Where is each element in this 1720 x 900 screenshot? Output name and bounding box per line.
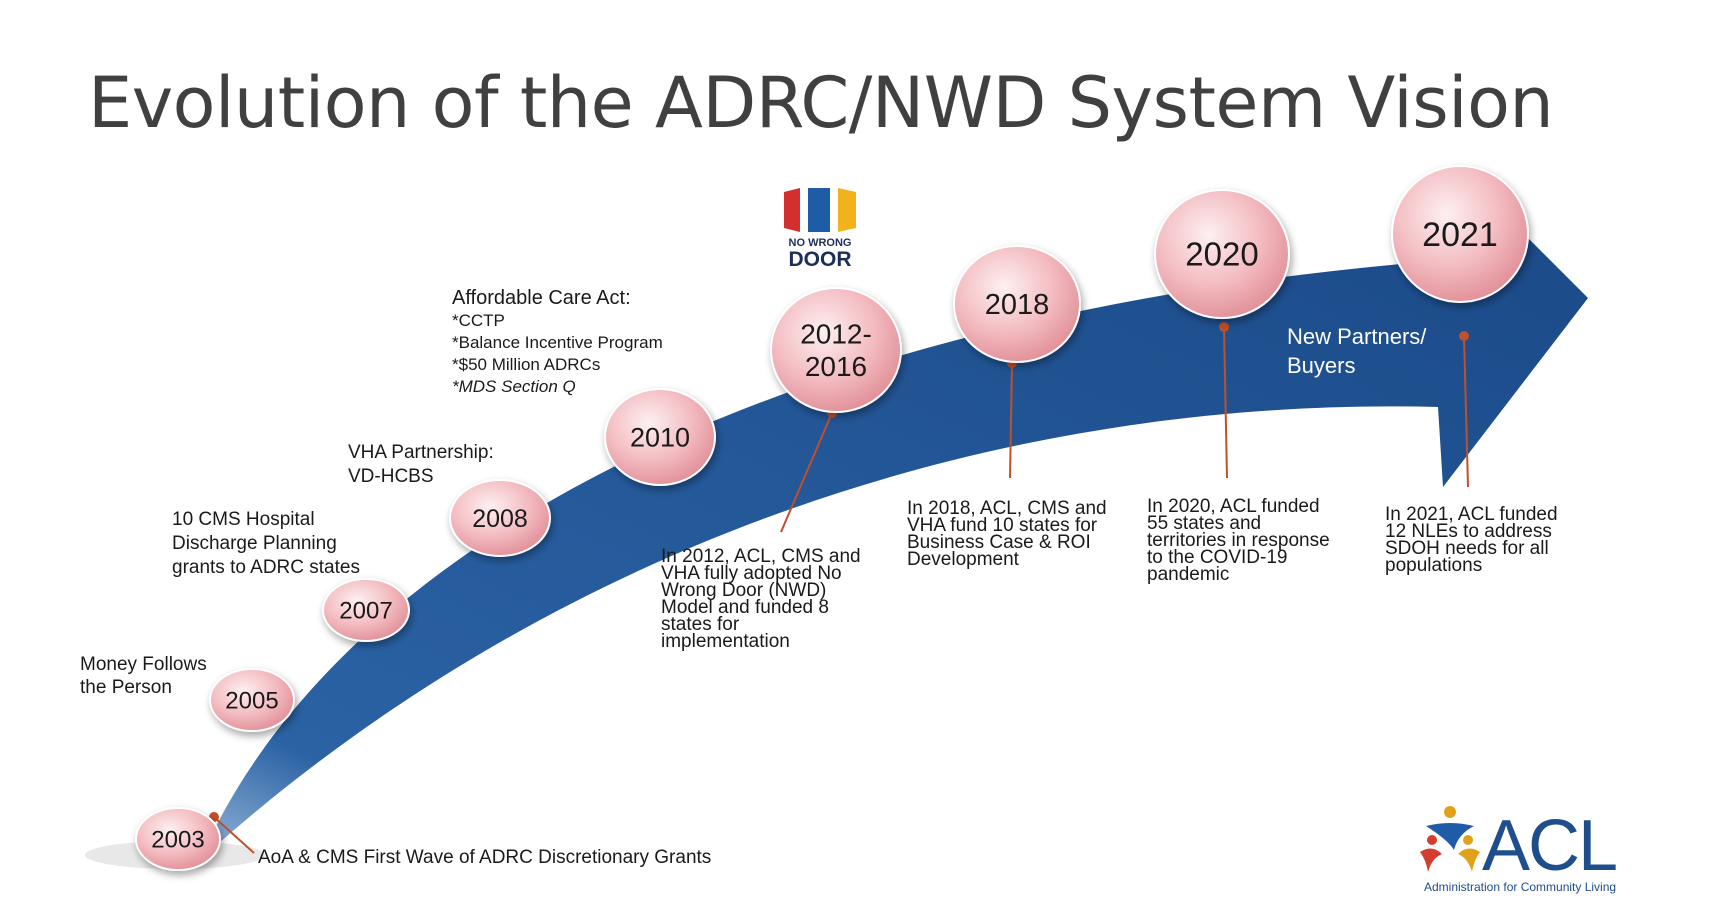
year-bubble: 2005 [209, 668, 295, 732]
caption-line: Wrong Door (NWD) [661, 580, 827, 601]
year-bubble: 2020 [1154, 189, 1290, 319]
year-bubble: 2010 [604, 388, 716, 486]
caption-line: 10 CMS Hospital [172, 509, 315, 530]
year-bubble: 2003 [135, 807, 221, 871]
caption-line: VHA fund 10 states for [907, 515, 1098, 536]
caption-line: In 2018, ACL, CMS and [907, 498, 1107, 519]
connector-lines [209, 322, 1469, 854]
bubble-year-label: 2005 [225, 687, 278, 714]
caption-item: *Balance Incentive Program [452, 333, 663, 352]
bubble-shape [209, 668, 295, 732]
caption-2012-2016: In 2012, ACL, CMS and VHA fully adopted … [661, 546, 861, 652]
acl-wordmark: ACL [1482, 806, 1616, 886]
caption-line: grants to ADRC states [172, 557, 360, 578]
bubble-year-label: 2020 [1185, 236, 1258, 273]
no-wrong-door-logo: NO WRONG DOOR [784, 188, 856, 270]
caption-line: Money Follows [80, 654, 207, 675]
connector-line [213, 816, 255, 854]
caption-2005: Money Follows the Person [80, 653, 207, 699]
bubble-year-label: 2016 [805, 351, 867, 382]
caption-2020: In 2020, ACL funded 55 states and territ… [1147, 496, 1330, 585]
caption-line: SDOH needs for all [1385, 538, 1549, 559]
connector-dot [1219, 322, 1229, 332]
acl-figures-icon [1420, 806, 1480, 872]
arrow-body [200, 215, 1588, 860]
caption-line: the Person [80, 677, 172, 698]
arrow-text-line: New Partners/ [1287, 324, 1427, 349]
slide-title: Evolution of the ADRC/NWD System Vision [88, 62, 1554, 144]
nwd-logo-line1: NO WRONG [789, 237, 852, 249]
caption-line: states for [661, 614, 740, 635]
bubble-year-label: 2008 [472, 505, 528, 533]
caption-2007: 10 CMS Hospital Discharge Planning grant… [172, 508, 360, 580]
caption-line: implementation [661, 631, 790, 652]
bubble-year-label: 2018 [985, 289, 1050, 321]
year-bubble: 2018 [953, 245, 1081, 363]
bubble-shape [135, 807, 221, 871]
year-bubble: 2021 [1391, 165, 1529, 303]
bubble-shape [604, 388, 716, 486]
acl-caption: Administration for Community Living [1424, 880, 1617, 894]
caption-title: Affordable Care Act: [452, 287, 631, 309]
arrow-text-line: Buyers [1287, 353, 1356, 378]
bubble-shape [449, 479, 551, 557]
caption-line: VHA Partnership: [348, 442, 494, 463]
year-bubble: 2012-2016 [770, 287, 902, 413]
red-door-icon [784, 188, 800, 232]
caption-2003: AoA & CMS First Wave of ADRC Discretiona… [258, 847, 712, 868]
yellow-door-icon [838, 188, 856, 232]
bubble-shape [322, 578, 410, 642]
caption-line: VHA fully adopted No [661, 563, 842, 584]
bubble-year-label: 2012- [800, 319, 872, 350]
connector-line [1463, 335, 1469, 488]
caption-line: 12 NLEs to address [1385, 521, 1552, 542]
caption-line: populations [1385, 555, 1483, 576]
caption-2010: Affordable Care Act: *CCTP *Balance Ince… [452, 286, 663, 398]
caption-line: VD-HCBS [348, 466, 434, 487]
bubble-shape [1154, 189, 1290, 319]
caption-2021: In 2021, ACL funded 12 NLEs to address S… [1385, 504, 1558, 576]
bubble-year-label: 2021 [1422, 216, 1498, 254]
acl-logo: ACL [1420, 806, 1618, 886]
bubble-year-label: 2010 [630, 422, 690, 452]
caption-2008: VHA Partnership: VD-HCBS [348, 441, 494, 489]
connector-line [1223, 326, 1228, 479]
caption-line: In 2020, ACL funded [1147, 496, 1320, 517]
blue-door-icon [808, 188, 830, 232]
caption-line: pandemic [1147, 564, 1230, 585]
caption-line: to the COVID-19 [1147, 547, 1288, 568]
bubble-shape [1391, 165, 1529, 303]
nwd-logo-line2: DOOR [789, 248, 852, 270]
caption-line: Model and funded 8 [661, 597, 829, 618]
arrow-text: New Partners/ Buyers [1287, 322, 1426, 380]
year-bubbles: 2003 2005 2007 2008 2010 2012-2016 2018 2020 202… [135, 165, 1529, 871]
caption-item: *CCTP [452, 311, 505, 330]
year-bubble: 2007 [322, 578, 410, 642]
bubble-shape [953, 245, 1081, 363]
year-bubble: 2008 [449, 479, 551, 557]
bubble-year-label: 2003 [151, 826, 204, 853]
connector-line [1009, 362, 1013, 479]
caption-2018: In 2018, ACL, CMS and VHA fund 10 states… [907, 498, 1107, 570]
caption-line: Development [907, 549, 1019, 570]
caption-line: In 2012, ACL, CMS and [661, 546, 861, 567]
caption-item: *MDS Section Q [452, 377, 576, 396]
caption-item: *$50 Million ADRCs [452, 355, 601, 374]
bubble-year-label: 2007 [339, 597, 392, 624]
bubble-shape [770, 287, 902, 413]
caption-line: In 2021, ACL funded [1385, 504, 1558, 525]
connector-line [780, 412, 833, 533]
connector-dot [1459, 331, 1469, 341]
caption-line: 55 states and [1147, 513, 1262, 534]
caption-line: territories in response [1147, 530, 1330, 551]
caption-line: Discharge Planning [172, 533, 337, 554]
caption-line: Business Case & ROI [907, 532, 1091, 553]
